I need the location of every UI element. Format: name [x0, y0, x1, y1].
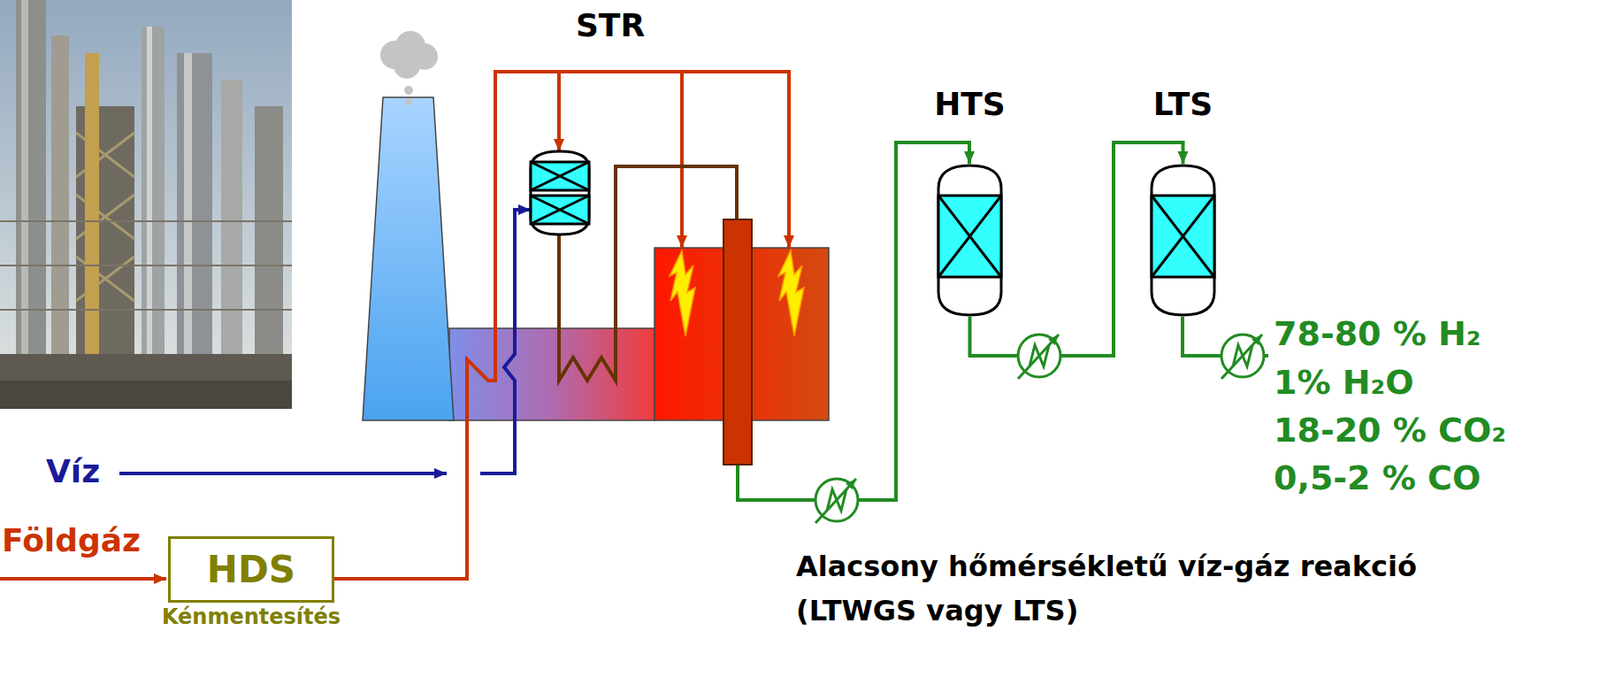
vessel-outline [1149, 163, 1217, 317]
note-text: Alacsony hőmérsékletű víz-gáz reakció [796, 549, 1417, 583]
composition-label: 1% H₂O [1273, 362, 1415, 402]
stream-label: Víz [45, 452, 100, 490]
vessel-label: LTS [1153, 85, 1213, 123]
smoke-cloud [380, 30, 438, 106]
composition-label: 0,5-2 % CO [1273, 458, 1481, 498]
shift-reactor: LTS [1149, 163, 1217, 317]
pre-reformer-vessel [530, 151, 590, 235]
unit-label: STR [575, 7, 645, 44]
process-box: HDSKénmentesítés [168, 535, 335, 603]
label-holder: Víz [45, 452, 100, 490]
box-caption: Kénmentesítés [161, 604, 341, 630]
vessel-heading: LTS [1153, 85, 1213, 123]
vessel-label: HTS [933, 85, 1006, 123]
composition-label: 78-80 % H₂ [1273, 313, 1482, 353]
stream-label: Földgáz [1, 521, 141, 559]
box-caption-text: Kénmentesítés [161, 604, 341, 629]
heat-exchanger [1018, 334, 1061, 379]
chimney [362, 97, 454, 421]
label-holder: 18-20 % CO₂ [1273, 411, 1507, 451]
reformer-tube [723, 219, 752, 465]
label-holder: (LTWGS vagy LTS) [796, 594, 1079, 628]
label-holder: 78-80 % H₂ [1273, 314, 1482, 354]
note-text: (LTWGS vagy LTS) [796, 593, 1079, 628]
label-holder: STR [575, 7, 645, 44]
vessel-heading: HTS [933, 85, 1006, 123]
refinery-photo [0, 0, 292, 409]
label-holder: Alacsony hőmérsékletű víz-gáz reakció [796, 550, 1417, 583]
heat-exchanger [815, 478, 858, 523]
label-holder: Földgáz [1, 521, 141, 559]
box-title: HDS [206, 547, 296, 591]
label-holder: 0,5-2 % CO [1273, 459, 1481, 498]
process-lines [0, 71, 1269, 579]
label-holder: 1% H₂O [1273, 363, 1415, 403]
heat-exchanger [1221, 334, 1264, 379]
composition-label: 18-20 % CO₂ [1273, 410, 1507, 450]
shift-reactor: HTS [936, 163, 1003, 317]
vessel-outline [936, 163, 1003, 317]
